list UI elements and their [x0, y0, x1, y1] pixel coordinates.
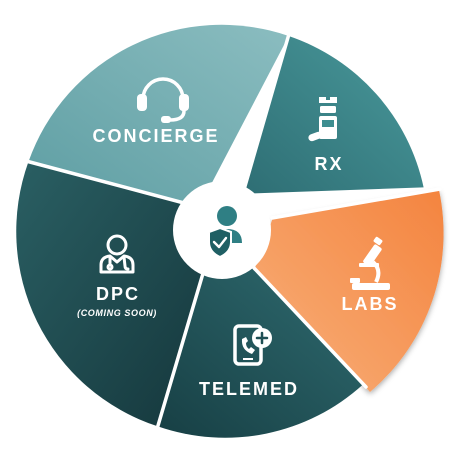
- segment-dpc[interactable]: [16, 161, 205, 427]
- segment-label-rx: RX: [314, 154, 343, 174]
- segment-telemed-content: TELEMED: [199, 324, 299, 399]
- segment-label-dpc: DPC: [96, 284, 140, 304]
- microscope-icon: [350, 236, 390, 290]
- segment-dpc-content: DPC (COMING SOON): [77, 234, 157, 318]
- segment-concierge[interactable]: [28, 24, 289, 207]
- segment-sublabel-dpc: (COMING SOON): [77, 308, 157, 318]
- headset-icon: [137, 77, 189, 123]
- segment-labs-content: LABS: [342, 236, 399, 314]
- segment-labs[interactable]: [255, 190, 444, 392]
- user-shield-icon: [208, 206, 242, 259]
- segment-rx-content: RX: [308, 97, 343, 174]
- segment-label-labs: LABS: [342, 294, 399, 314]
- segment-label-concierge: CONCIERGE: [92, 126, 219, 146]
- segment-rx[interactable]: [243, 36, 424, 194]
- pill-bottle-icon: [308, 97, 337, 142]
- segment-concierge-content: CONCIERGE: [92, 77, 219, 146]
- segment-dividers: [24, 32, 442, 431]
- segment-label-telemed: TELEMED: [199, 379, 299, 399]
- doctor-icon: [99, 234, 135, 274]
- phone-plus-icon: [233, 324, 272, 366]
- center-hub: [173, 181, 271, 279]
